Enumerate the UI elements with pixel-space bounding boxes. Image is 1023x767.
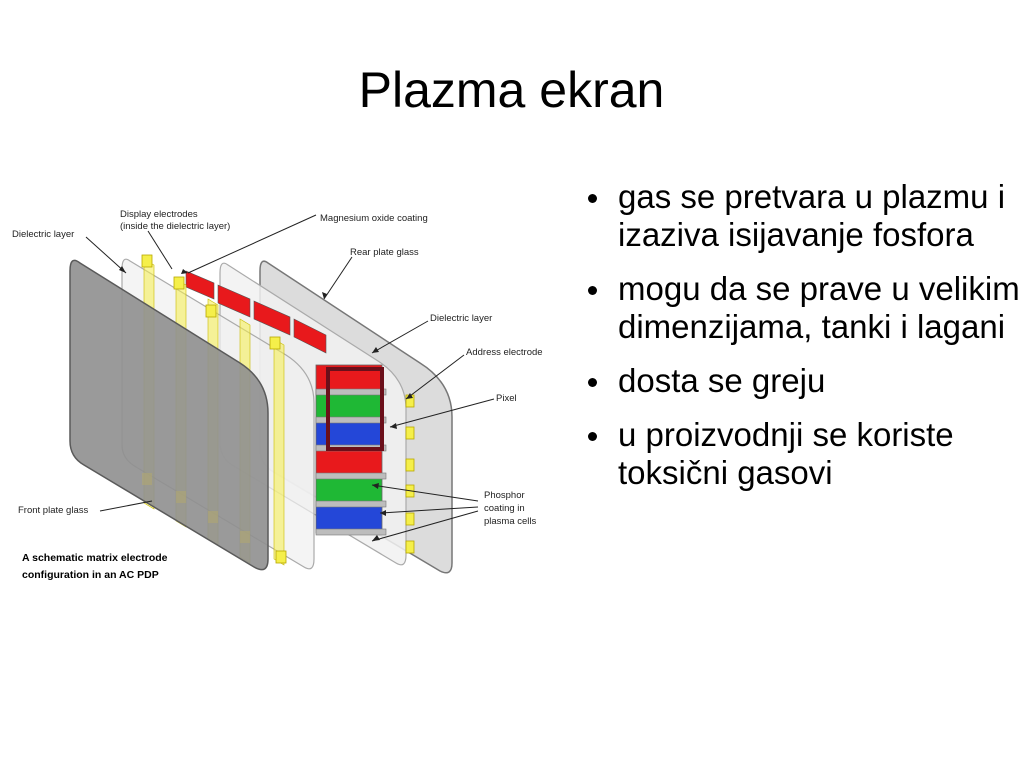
label-dielectric-layer-right: Dielectric layer (430, 313, 492, 324)
bullet-text: gas se pretvara u plazmu i izaziva isija… (618, 178, 1006, 253)
bullet-dot-icon (588, 194, 597, 203)
label-phosphor-1: Phosphor (484, 490, 525, 501)
label-rear-plate-glass: Rear plate glass (350, 247, 419, 258)
bullet-item: mogu da se prave u velikim dimenzijama, … (584, 270, 1020, 346)
bullet-item: dosta se greju (584, 362, 1020, 400)
bullet-dot-icon (588, 286, 597, 295)
label-phosphor-2: coating in (484, 503, 525, 514)
label-address-electrode: Address electrode (466, 347, 543, 358)
diagram-caption-line2: configuration in an AC PDP (22, 569, 159, 581)
label-display-electrodes-sub: (inside the dielectric layer) (120, 221, 230, 232)
bullet-list: gas se pretvara u plazmu i izaziva isija… (584, 178, 1020, 508)
diagram-caption-line1: A schematic matrix electrode (22, 552, 168, 564)
bullet-dot-icon (588, 378, 597, 387)
label-display-electrodes: Display electrodes (120, 209, 198, 220)
bullet-dot-icon (588, 432, 597, 441)
label-phosphor-3: plasma cells (484, 516, 537, 527)
bullet-text: mogu da se prave u velikim dimenzijama, … (618, 270, 1020, 345)
label-pixel: Pixel (496, 393, 517, 404)
pixel-outline (326, 367, 384, 451)
label-front-plate-glass: Front plate glass (18, 505, 88, 516)
plasma-display-diagram: Dielectric layer Display electrodes (ins… (0, 195, 560, 595)
bullet-item: u proizvodnji se koriste toksični gasovi (584, 416, 1020, 492)
front-plate-glass (69, 259, 269, 571)
label-dielectric-layer-left: Dielectric layer (12, 229, 74, 240)
label-magnesium-oxide: Magnesium oxide coating (320, 213, 428, 224)
bullet-item: gas se pretvara u plazmu i izaziva isija… (584, 178, 1020, 254)
bullet-text: dosta se greju (618, 362, 826, 399)
slide-title: Plazma ekran (358, 62, 665, 118)
bullet-text: u proizvodnji se koriste toksični gasovi (618, 416, 954, 491)
